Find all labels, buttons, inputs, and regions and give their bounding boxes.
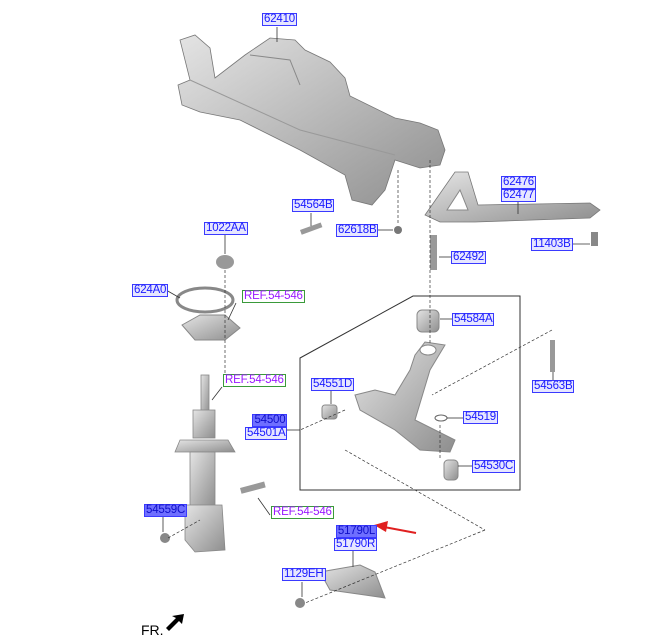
part-label-group-arm: 54500 54501A [245,414,288,440]
part-label-624a0[interactable]: 624A0 [132,284,169,297]
gasket-shape [175,286,235,314]
part-label-62476[interactable]: 62476 [501,176,536,189]
part-label-62618b[interactable]: 62618B [336,224,379,237]
part-label-54559c[interactable]: 54559C [144,504,188,517]
knuckle-shape [319,564,386,599]
part-label-1129eh[interactable]: 1129EH [282,568,326,581]
reference-link-strut[interactable]: REF.54-546 [223,374,286,387]
bolt-62492-shape [430,235,437,270]
part-label-62410[interactable]: 62410 [262,13,297,26]
strut-part [174,374,236,553]
strut-mount-shape [181,314,241,341]
pointer-arrowhead [374,521,388,532]
strut-bolt-shape [240,481,266,494]
part-label-54564b[interactable]: 54564B [292,199,335,212]
bolt-1129eh-shape [295,598,305,608]
lower-arm-group-box [299,295,521,491]
part-label-54563b[interactable]: 54563B [532,380,575,393]
part-label-62477[interactable]: 62477 [501,189,536,202]
nut-1022aa-shape [216,255,234,269]
reference-link-bolt[interactable]: REF.54-546 [271,506,334,519]
part-label-54584a[interactable]: 54584A [452,313,495,326]
stay-part [424,171,601,223]
part-label-51790l[interactable]: 51790L [335,525,378,538]
bolt-54564b-shape [300,222,323,235]
part-label-11403b[interactable]: 11403B [531,238,573,251]
crossmember-part [177,34,446,206]
part-label-group-knuckle: 51790L 51790R [334,525,378,551]
part-label-54500[interactable]: 54500 [252,414,288,427]
part-label-group-stay: 62476 62477 [501,176,536,202]
reference-link-mount[interactable]: REF.54-546 [242,290,305,303]
part-label-54530c[interactable]: 54530C [472,460,516,473]
part-label-62492[interactable]: 62492 [451,251,486,264]
part-label-54501a[interactable]: 54501A [245,427,288,440]
snap-ring-shape [434,414,448,422]
bolt-11403b-shape [591,232,598,246]
pointer-arrow [383,526,417,534]
part-label-54551d[interactable]: 54551D [311,378,355,391]
part-label-54519[interactable]: 54519 [463,411,498,424]
front-arrow-icon [166,614,184,631]
lower-arm-part [354,341,456,453]
part-label-1022aa[interactable]: 1022AA [204,222,248,235]
nut-54559c-shape [160,533,170,543]
nut-62618b-shape [394,226,402,234]
bushing-54584a-shape [416,309,440,333]
ball-joint-shape [443,459,459,481]
part-label-51790r[interactable]: 51790R [334,538,378,551]
front-indicator-label: FR. [141,622,164,638]
bolt-54563b-shape [550,340,555,372]
